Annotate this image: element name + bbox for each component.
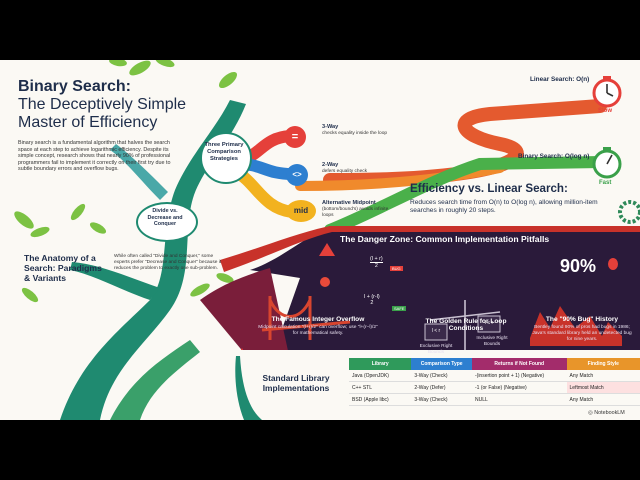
infographic: Binary Search: The Deceptively Simple Ma… bbox=[0, 60, 640, 420]
table-cell: -1 (or False) (Negative) bbox=[471, 381, 567, 394]
watermark-text: NotebookLM bbox=[594, 410, 625, 416]
std-heading: Standard Library Implementations bbox=[262, 373, 330, 393]
table-cell: BSD (Apple libc) bbox=[349, 393, 412, 406]
table-row: BSD (Apple libc) 3-Way (Check) NULL Any … bbox=[349, 393, 640, 406]
dac-note: While often called "Divide and Conquer,"… bbox=[114, 254, 222, 271]
efficiency-text: Reduces search time from O(n) to O(log n… bbox=[410, 199, 598, 214]
linear-label: Linear Search: O(n) bbox=[530, 76, 590, 83]
pan-right: l ≤ r bbox=[484, 320, 494, 326]
notebook-icon: ◎ bbox=[588, 410, 595, 416]
column-header: Comparison Type bbox=[411, 358, 472, 370]
dac-badge bbox=[136, 202, 198, 242]
strategies-badge bbox=[200, 132, 252, 184]
overflow-heading: The Famous Integer Overflow bbox=[271, 316, 365, 323]
table-cell: Any Match bbox=[566, 393, 640, 406]
formula-safe: l + (r-l) 2 bbox=[364, 294, 380, 306]
strategy-title: Alternative Midpoint bbox=[322, 200, 376, 206]
golden-heading: The Golden Rule for Loop Conditions bbox=[425, 318, 507, 332]
dac-label: Divide vs. Decrease and Conquer bbox=[147, 208, 183, 227]
strategy-desc: defers equality check bbox=[322, 169, 368, 174]
page-subtitle: The Deceptively Simple Master of Efficie… bbox=[18, 96, 187, 131]
library-table: Library Comparison Type Returns if Not F… bbox=[349, 358, 640, 406]
column-header: Returns if Not Found bbox=[471, 358, 567, 370]
bug-icon bbox=[608, 258, 618, 270]
column-header: Finding Style bbox=[566, 358, 640, 370]
history-heading: The "90% Bug" History bbox=[545, 316, 619, 323]
table-cell: 3-Way (Check) bbox=[411, 393, 472, 406]
slow-label: Slow bbox=[598, 108, 613, 114]
pan-left: l < r bbox=[431, 328, 441, 334]
fast-label: Fast bbox=[599, 180, 612, 186]
strategy-desc: (bottom/bound's) avoids infinite loops bbox=[322, 207, 389, 218]
stopwatch-icon bbox=[600, 80, 601, 81]
table-cell: C++ STL bbox=[349, 381, 412, 394]
exclusive-caption: Exclusive Right Bounds bbox=[419, 344, 453, 355]
page-title: Binary Search: bbox=[18, 78, 131, 95]
strategy-title: 3-Way bbox=[322, 124, 339, 130]
midpoint-icon: mid bbox=[286, 200, 316, 222]
equals-icon: = bbox=[284, 126, 306, 148]
history-percent: 90% bbox=[560, 256, 597, 276]
table-cell: Leftmost Match bbox=[566, 381, 640, 394]
safe-tag: SAFE bbox=[392, 306, 407, 311]
anatomy-heading: The Anatomy of a Search: Paradigms & Var… bbox=[24, 253, 102, 283]
table-cell: -(insertion point + 1) (Negative) bbox=[471, 370, 567, 382]
watermark: ◎ NotebookLM bbox=[588, 410, 625, 416]
strategies-label: Three Primary Comparison Strategies bbox=[204, 142, 244, 162]
overflow-text: Midpoint calculation "(l+r)/2" can overf… bbox=[258, 325, 378, 336]
column-header: Library bbox=[349, 358, 412, 370]
formula-bad: (l + r) 2 bbox=[370, 256, 383, 269]
compare-icon: <> bbox=[286, 164, 308, 186]
history-text: Bentley found 90% of pros had bugs in 19… bbox=[532, 325, 632, 342]
inclusive-caption: Inclusive Right Bounds bbox=[476, 336, 508, 347]
table-row: C++ STL 2-Way (Defer) -1 (or False) (Neg… bbox=[349, 381, 640, 394]
intro-paragraph: Binary search is a fundamental algorithm… bbox=[18, 140, 171, 173]
table-cell: NULL bbox=[471, 393, 567, 406]
efficiency-heading: Efficiency vs. Linear Search: bbox=[410, 182, 568, 195]
table-cell: Java (OpenJDK) bbox=[349, 370, 412, 382]
table-cell: Any Match bbox=[566, 370, 640, 382]
warning-icon bbox=[240, 356, 241, 357]
binary-label: Binary Search: O(log n) bbox=[518, 153, 590, 160]
table-cell: 2-Way (Defer) bbox=[411, 381, 472, 394]
danger-heading: The Danger Zone: Common Implementation P… bbox=[340, 234, 550, 244]
table-row: Java (OpenJDK) 3-Way (Check) -(insertion… bbox=[349, 370, 640, 382]
strategy-title: 2-Way bbox=[322, 162, 339, 168]
strategy-desc: checks equality inside the loop bbox=[322, 131, 388, 136]
table-cell: 3-Way (Check) bbox=[411, 370, 472, 382]
bug-tag: BUG bbox=[390, 266, 403, 271]
table-header-row: Library Comparison Type Returns if Not F… bbox=[349, 358, 640, 370]
